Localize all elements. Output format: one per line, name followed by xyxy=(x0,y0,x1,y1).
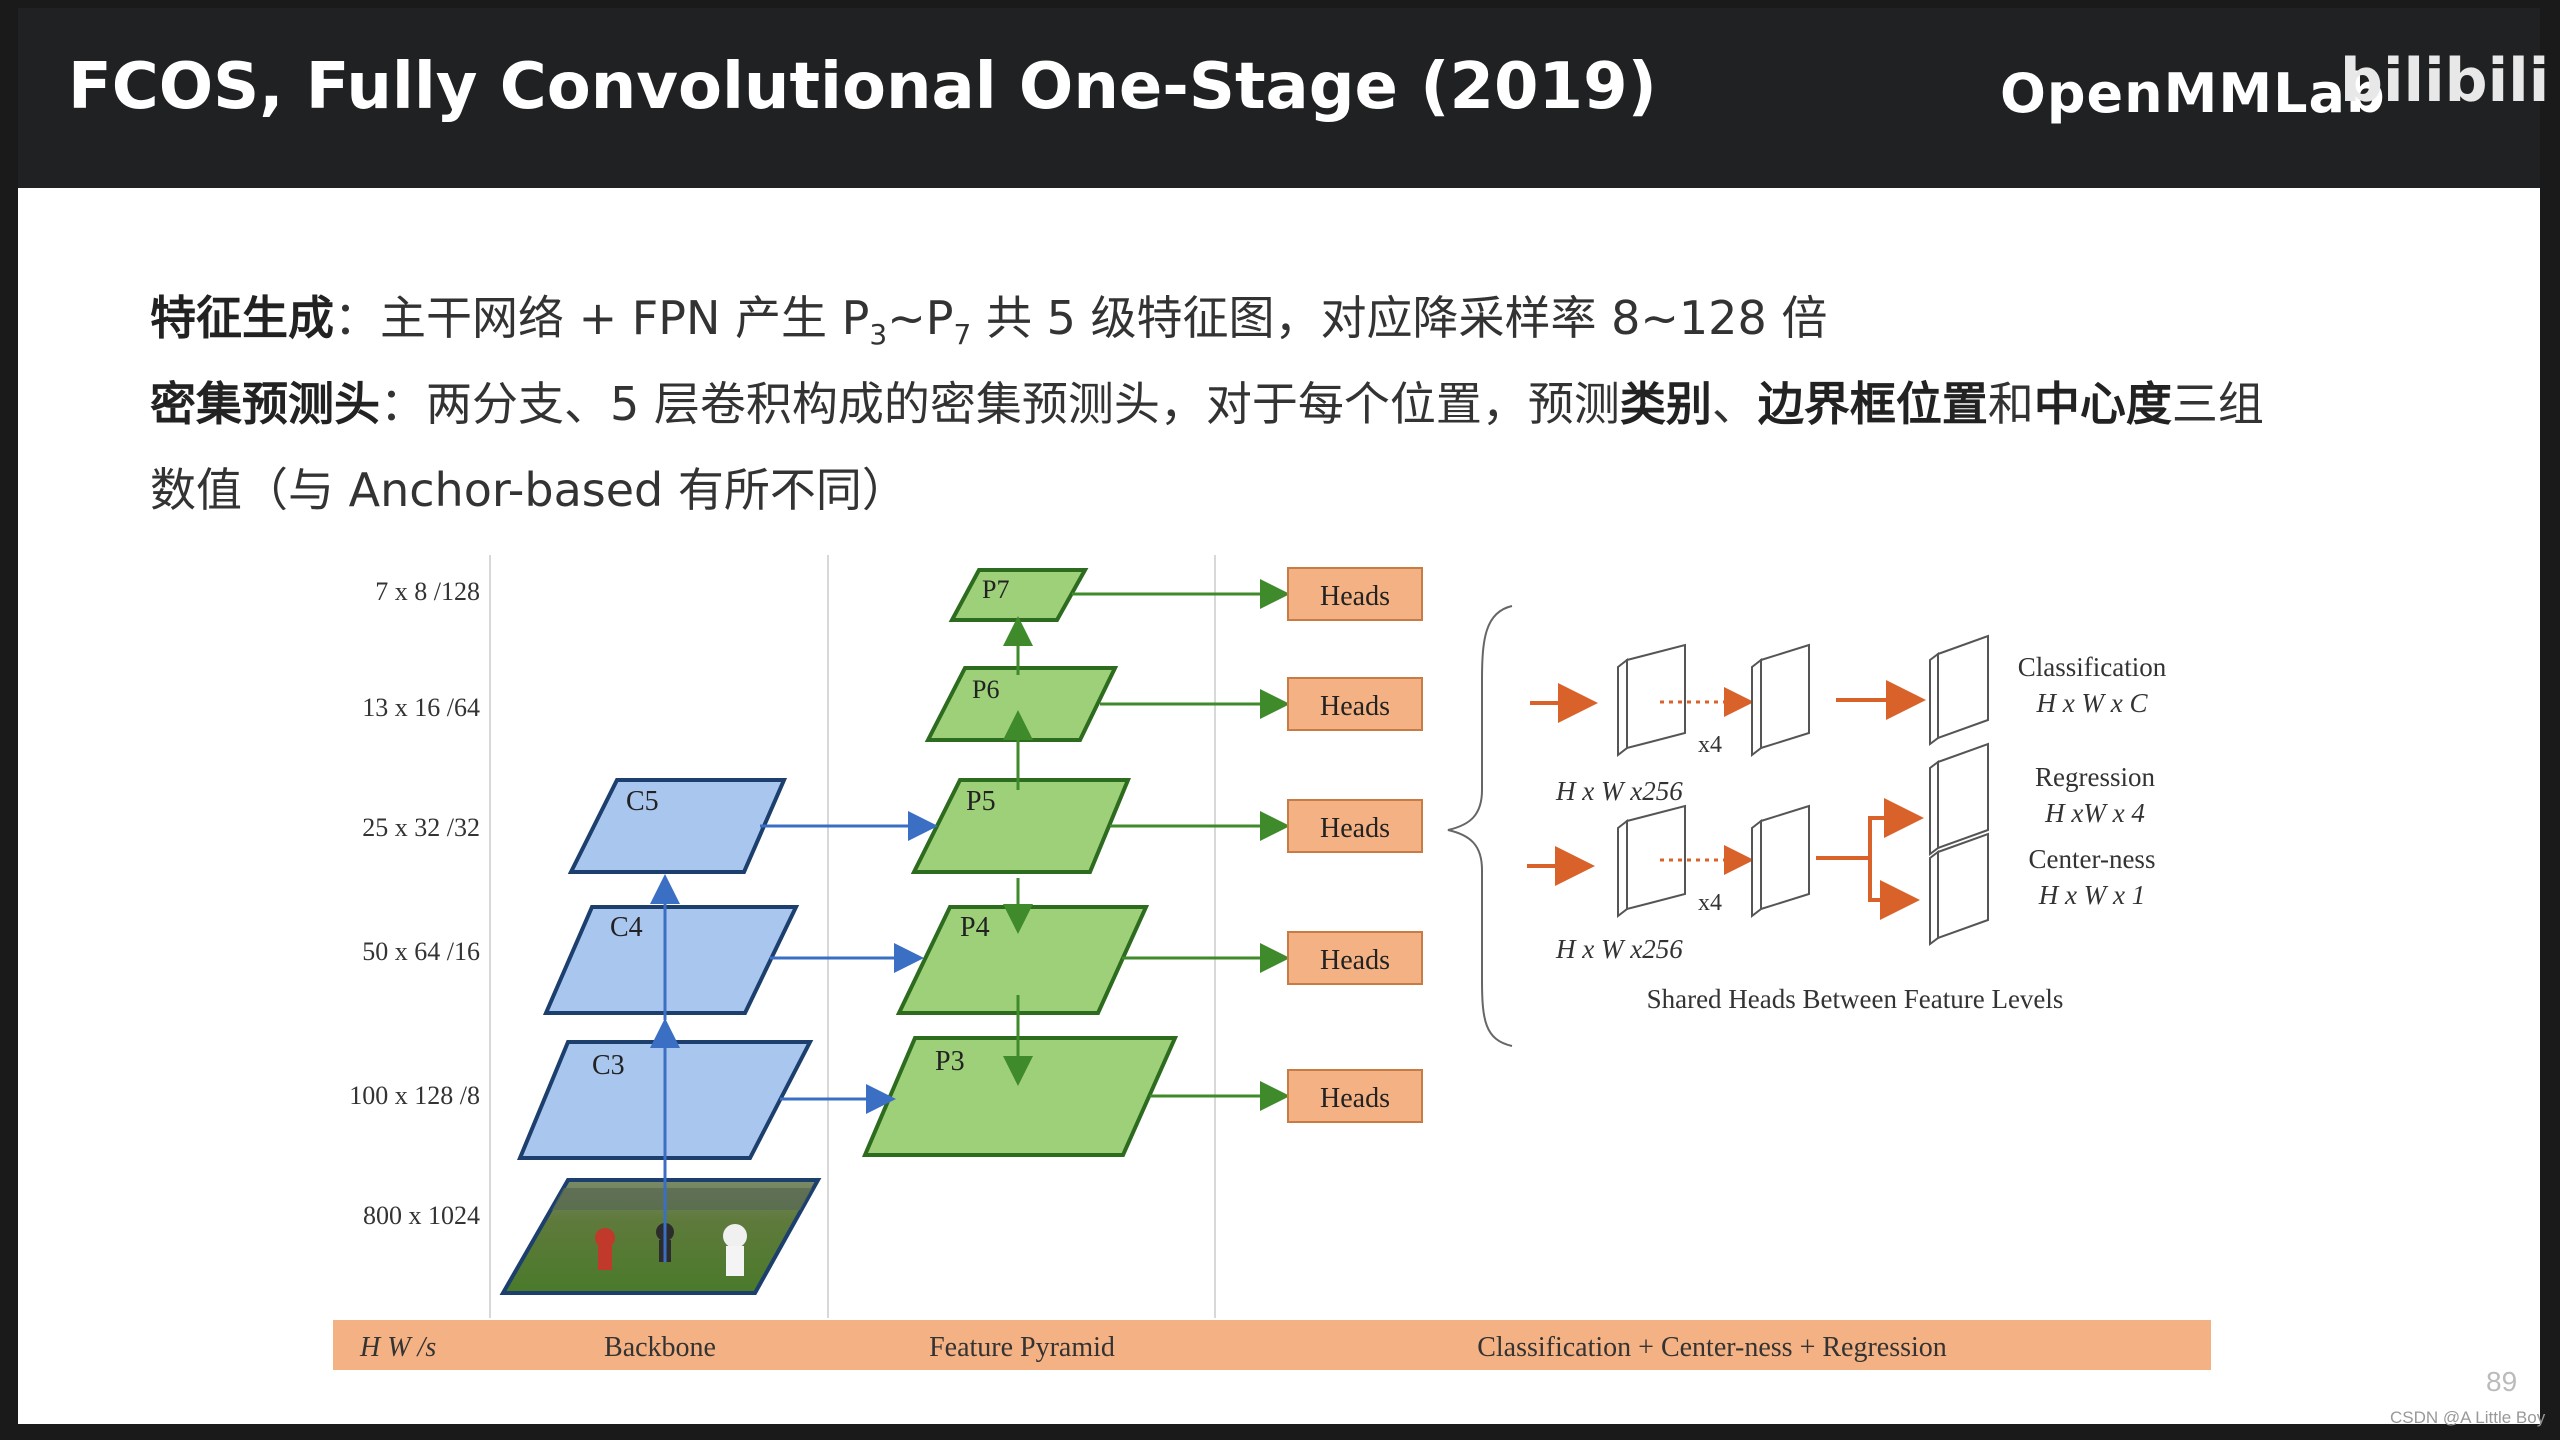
scale-label: 50 x 64 /16 xyxy=(362,937,480,966)
bullet-label: 特征生成 xyxy=(150,291,334,345)
reg-title: Regression xyxy=(2035,762,2155,792)
shared-heads-caption: Shared Heads Between Feature Levels xyxy=(1647,984,2064,1014)
reg-dim: H xW x 4 xyxy=(2044,798,2145,828)
pyramid-level-p7: P7 xyxy=(948,568,1089,622)
watermark: CSDN @A Little Boy xyxy=(2390,1408,2546,1427)
heads-box-p6: Heads xyxy=(1287,677,1423,731)
bullet-continuation: 数值（与 Anchor-based 有所不同） xyxy=(150,463,908,517)
slide-title: FCOS, Fully Convolutional One-Stage (201… xyxy=(68,50,1657,124)
cls-title: Classification xyxy=(2018,652,2167,682)
svg-text:P5: P5 xyxy=(966,786,996,817)
output-block-regression xyxy=(1929,742,1989,856)
svg-text:C5: C5 xyxy=(626,786,659,817)
ctr-dim: H x W x 1 xyxy=(2038,880,2145,910)
feature-block xyxy=(1751,804,1810,919)
svg-text:C4: C4 xyxy=(610,912,643,943)
title-bar xyxy=(18,8,2540,188)
scale-label: 100 x 128 /8 xyxy=(349,1081,480,1110)
svg-text:P3: P3 xyxy=(935,1046,965,1077)
bullet-feature-generation: 特征生成：主干网络 + FPN 产生 P3~P7 共 5 级特征图，对应降采样率… xyxy=(150,291,1828,352)
scale-label: 7 x 8 /128 xyxy=(375,577,480,606)
backbone-layer-c5: C5 xyxy=(567,778,788,874)
bullet-label: 密集预测头 xyxy=(150,377,380,431)
dim-label-top: H x W x256 xyxy=(1555,776,1683,806)
svg-text:P6: P6 xyxy=(972,675,999,704)
band-label-hw: H W /s xyxy=(359,1332,436,1363)
svg-text:P4: P4 xyxy=(960,912,990,943)
band-label-heads: Classification + Center-ness + Regressio… xyxy=(1477,1332,1947,1363)
heads-box-p5: Heads xyxy=(1287,799,1423,853)
split-connector xyxy=(1816,816,1912,900)
stage-band xyxy=(333,1320,2211,1370)
repeat-label: x4 xyxy=(1698,890,1722,916)
cls-dim: H x W x C xyxy=(2036,688,2149,718)
ctr-title: Center-ness xyxy=(2029,844,2156,874)
input-image xyxy=(499,1178,822,1295)
heads-box-p7: Heads xyxy=(1287,567,1423,621)
heads-box-p4: Heads xyxy=(1287,931,1423,985)
scale-label: 25 x 32 /32 xyxy=(362,813,480,842)
svg-text:P7: P7 xyxy=(982,575,1009,604)
scale-label: 13 x 16 /64 xyxy=(362,693,480,722)
svg-text:Heads: Heads xyxy=(1320,1083,1390,1114)
bullet-dense-head: 密集预测头：两分支、5 层卷积构成的密集预测头，对于每个位置，预测类别、边界框位… xyxy=(150,377,2264,431)
slide-content xyxy=(18,188,2540,1424)
pyramid-level-p6: P6 xyxy=(924,666,1119,742)
feature-block xyxy=(1617,804,1686,919)
pyramid-level-p4: P4 xyxy=(895,905,1150,1015)
pyramid-level-p5: P5 xyxy=(910,778,1131,874)
svg-text:C3: C3 xyxy=(592,1050,625,1081)
band-label-pyramid: Feature Pyramid xyxy=(929,1332,1115,1363)
openmmlab-logo: OpenMMLab xyxy=(2000,62,2386,125)
feature-block xyxy=(1751,643,1810,758)
scale-label: 800 x 1024 xyxy=(363,1201,480,1230)
pyramid-level-p3: P3 xyxy=(861,1036,1179,1157)
heads-box-p3: Heads xyxy=(1287,1069,1423,1123)
page-number: 89 xyxy=(2486,1366,2518,1397)
svg-text:Heads: Heads xyxy=(1320,691,1390,722)
curly-brace xyxy=(1447,605,1513,1047)
band-label-backbone: Backbone xyxy=(604,1332,716,1363)
svg-text:Heads: Heads xyxy=(1320,945,1390,976)
repeat-label: x4 xyxy=(1698,732,1722,758)
bilibili-watermark-logo: bilibili xyxy=(2340,46,2550,116)
output-block-classification xyxy=(1929,634,1989,746)
svg-text:Heads: Heads xyxy=(1320,581,1390,612)
feature-block xyxy=(1617,643,1686,758)
dim-label-bottom: H x W x256 xyxy=(1555,934,1683,964)
output-block-centerness xyxy=(1929,832,1989,946)
backbone-layer-c4: C4 xyxy=(542,905,800,1015)
svg-text:Heads: Heads xyxy=(1320,813,1390,844)
